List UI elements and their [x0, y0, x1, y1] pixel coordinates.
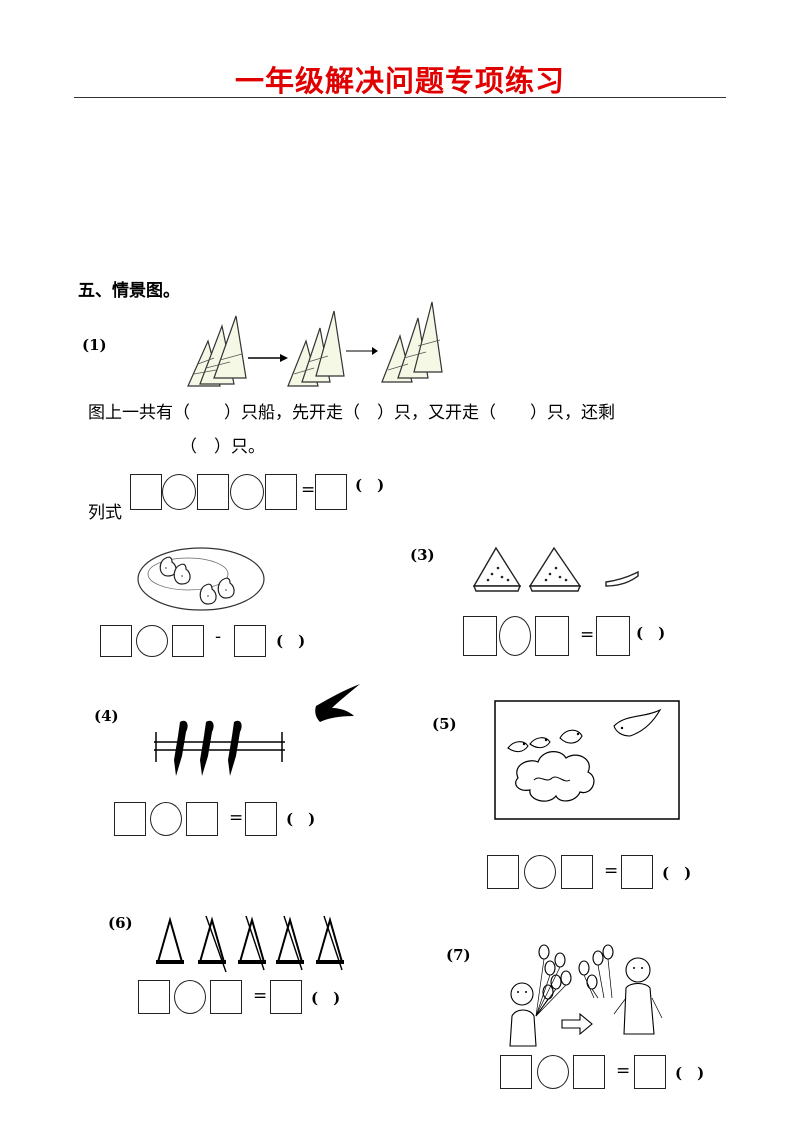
watermelon-illustration: [472, 546, 639, 592]
q1-sentence-line1: 图上一共有（ ）只船，先开走（ ）只，又开走（ ）只，还剩: [88, 403, 615, 423]
q7-number-box[interactable]: [500, 1055, 532, 1089]
q4-operator-circle[interactable]: [150, 802, 182, 836]
title-rule: [74, 97, 726, 98]
q3-label: (3): [410, 546, 435, 564]
q5-number-box[interactable]: [561, 855, 593, 889]
q4-result-box[interactable]: [245, 802, 277, 836]
q3-number-box[interactable]: [463, 616, 497, 656]
q1-label: (1): [82, 336, 107, 354]
page-title: 一年级解决问题专项练习: [234, 64, 565, 98]
q6-operator-circle[interactable]: [174, 980, 206, 1014]
q3-operator-circle[interactable]: [499, 616, 531, 656]
q6-equals-sign: =: [253, 986, 268, 1006]
q1-operator-circle[interactable]: [230, 474, 264, 510]
q4-number-box[interactable]: [186, 802, 218, 836]
q3-result-box[interactable]: [596, 616, 630, 656]
q2-minus-sign: -: [215, 627, 222, 647]
q7-result-box[interactable]: [634, 1055, 666, 1089]
q5-answer-parens: ( ): [662, 864, 692, 882]
q5-label: (5): [432, 715, 457, 733]
birds-tree-illustration: [494, 700, 680, 820]
q1-formula-label: 列式: [88, 503, 122, 523]
q6-number-box[interactable]: [138, 980, 170, 1014]
boats-illustration: [187, 301, 443, 387]
pears-plate-illustration: [137, 547, 265, 611]
q6-result-box[interactable]: [270, 980, 302, 1014]
triangles-illustration: [156, 915, 344, 973]
q4-number-box[interactable]: [114, 802, 146, 836]
q5-equals-sign: =: [604, 861, 619, 881]
q1-result-box[interactable]: [315, 474, 347, 510]
q5-number-box[interactable]: [487, 855, 519, 889]
q1-number-box[interactable]: [130, 474, 162, 510]
q4-answer-parens: ( ): [286, 810, 316, 828]
q7-operator-circle[interactable]: [537, 1055, 569, 1089]
q3-number-box[interactable]: [535, 616, 569, 656]
q6-number-box[interactable]: [210, 980, 242, 1014]
q7-number-box[interactable]: [573, 1055, 605, 1089]
q2-answer-parens: ( ): [276, 632, 306, 650]
q5-operator-circle[interactable]: [524, 855, 556, 889]
q2-result-box[interactable]: [234, 625, 266, 657]
q7-answer-parens: ( ): [675, 1064, 705, 1082]
balloons-boys-illustration: [509, 944, 663, 1047]
q1-sentence-line2: （ ）只。: [180, 437, 265, 457]
q4-equals-sign: =: [229, 808, 244, 828]
q2-operator-circle[interactable]: [136, 625, 168, 657]
q1-answer-parens: ( ): [355, 476, 385, 494]
q7-equals-sign: =: [616, 1061, 631, 1081]
q2-number-box[interactable]: [172, 625, 204, 657]
q6-label: (6): [108, 914, 133, 932]
q1-number-box[interactable]: [197, 474, 229, 510]
q1-number-box[interactable]: [265, 474, 297, 510]
q4-label: (4): [94, 707, 119, 725]
q2-number-box[interactable]: [100, 625, 132, 657]
q3-equals-sign: =: [580, 625, 595, 645]
q1-equals-sign: =: [301, 480, 316, 500]
q3-answer-parens: ( ): [636, 624, 666, 642]
q7-label: (7): [446, 946, 471, 964]
birds-wire-illustration: [154, 684, 360, 776]
section-heading: 五、情景图。: [78, 281, 180, 301]
q5-result-box[interactable]: [621, 855, 653, 889]
q6-answer-parens: ( ): [311, 989, 341, 1007]
q1-operator-circle[interactable]: [162, 474, 196, 510]
